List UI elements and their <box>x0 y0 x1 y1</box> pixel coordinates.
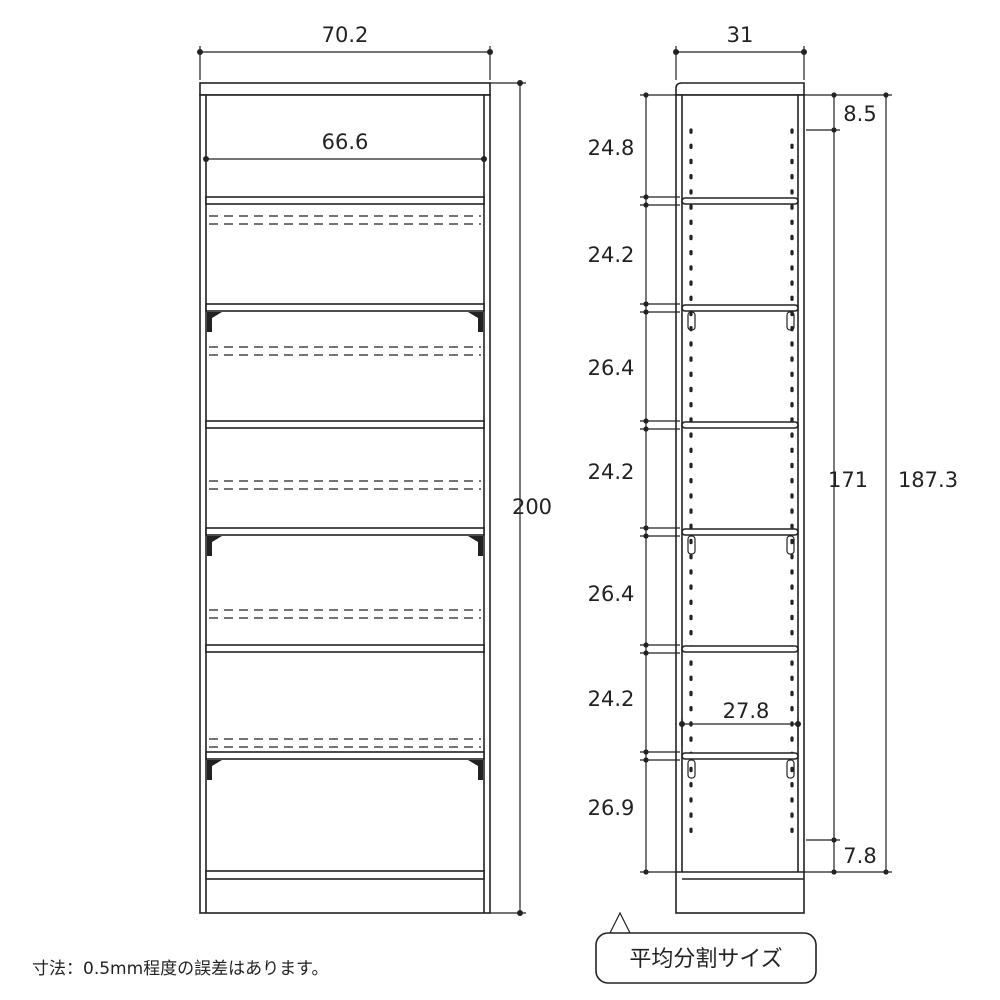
side-depth-label: 31 <box>727 23 754 47</box>
front-inner-width-label: 66.6 <box>322 130 369 154</box>
hook-icon <box>786 535 795 555</box>
tolerance-note: 寸法：0.5mm程度の誤差はあります。 <box>32 959 328 979</box>
dimension-dot <box>679 721 685 727</box>
bracket-icon <box>468 312 483 332</box>
side-shelf <box>681 528 799 536</box>
side-shelf <box>681 304 799 312</box>
front-view: 70.2 66.6 <box>197 23 552 916</box>
dimension-dot <box>795 721 801 727</box>
shelf <box>205 196 485 205</box>
dashed-shelf-backs <box>209 215 481 748</box>
fixing-hooks <box>687 311 795 779</box>
shelf <box>205 303 485 312</box>
shelf <box>205 644 485 653</box>
hook-icon <box>786 759 795 779</box>
dimension-dot <box>517 910 523 916</box>
spacing-label: 24.2 <box>588 243 635 267</box>
spacing-label: 24.2 <box>588 460 635 484</box>
spacing-label: 26.4 <box>588 582 635 606</box>
shelf-spacing-chain: 24.8 24.2 26.4 24.2 26.4 24.2 26.9 <box>588 92 680 875</box>
adjustable-range-label: 171 <box>828 468 868 492</box>
bracket-icon <box>207 312 222 332</box>
shelves <box>205 196 485 880</box>
bracket-icon <box>207 536 222 556</box>
side-shelf <box>681 645 799 653</box>
callout-pointer <box>609 911 631 934</box>
dimension-dot <box>481 156 487 162</box>
spacing-label: 26.4 <box>588 356 635 380</box>
side-shelf <box>681 421 799 429</box>
front-width-label: 70.2 <box>322 23 369 47</box>
side-view: 31 <box>588 23 958 984</box>
shelf <box>205 527 485 536</box>
top-gap-label: 8.5 <box>843 102 876 126</box>
right-dimensions: 8.5 171 7.8 187.3 <box>804 92 958 875</box>
badge-frame <box>595 932 817 984</box>
spacing-label: 26.9 <box>588 796 635 820</box>
shelf-brackets <box>207 312 483 780</box>
dimension-dot <box>203 156 209 162</box>
hook-icon <box>687 311 696 331</box>
shelf-depth-label: 27.8 <box>723 699 770 723</box>
top-board <box>199 82 491 96</box>
badge-label: 平均分割サイズ <box>629 947 782 972</box>
average-division-badge: 平均分割サイズ <box>595 911 817 984</box>
bottom-board <box>205 870 485 880</box>
shelf <box>205 420 485 429</box>
bracket-icon <box>468 536 483 556</box>
spacing-label: 24.8 <box>588 136 635 160</box>
spacing-label: 24.2 <box>588 687 635 711</box>
inner-height-label: 187.3 <box>898 468 958 492</box>
bracket-icon <box>207 760 222 780</box>
hook-icon <box>687 535 696 555</box>
side-panel-outline <box>675 94 805 914</box>
dimension-dot <box>517 80 523 86</box>
side-shelf <box>681 197 799 205</box>
top-board-profile <box>675 82 805 96</box>
hook-icon <box>687 759 696 779</box>
cabinet-outline <box>199 94 491 914</box>
hook-icon <box>786 311 795 331</box>
side-shelf <box>681 752 799 760</box>
front-height-label: 200 <box>512 495 552 519</box>
side-shelves <box>681 197 799 760</box>
shelf <box>205 751 485 760</box>
bracket-icon <box>468 760 483 780</box>
bottom-gap-label: 7.8 <box>843 844 876 868</box>
